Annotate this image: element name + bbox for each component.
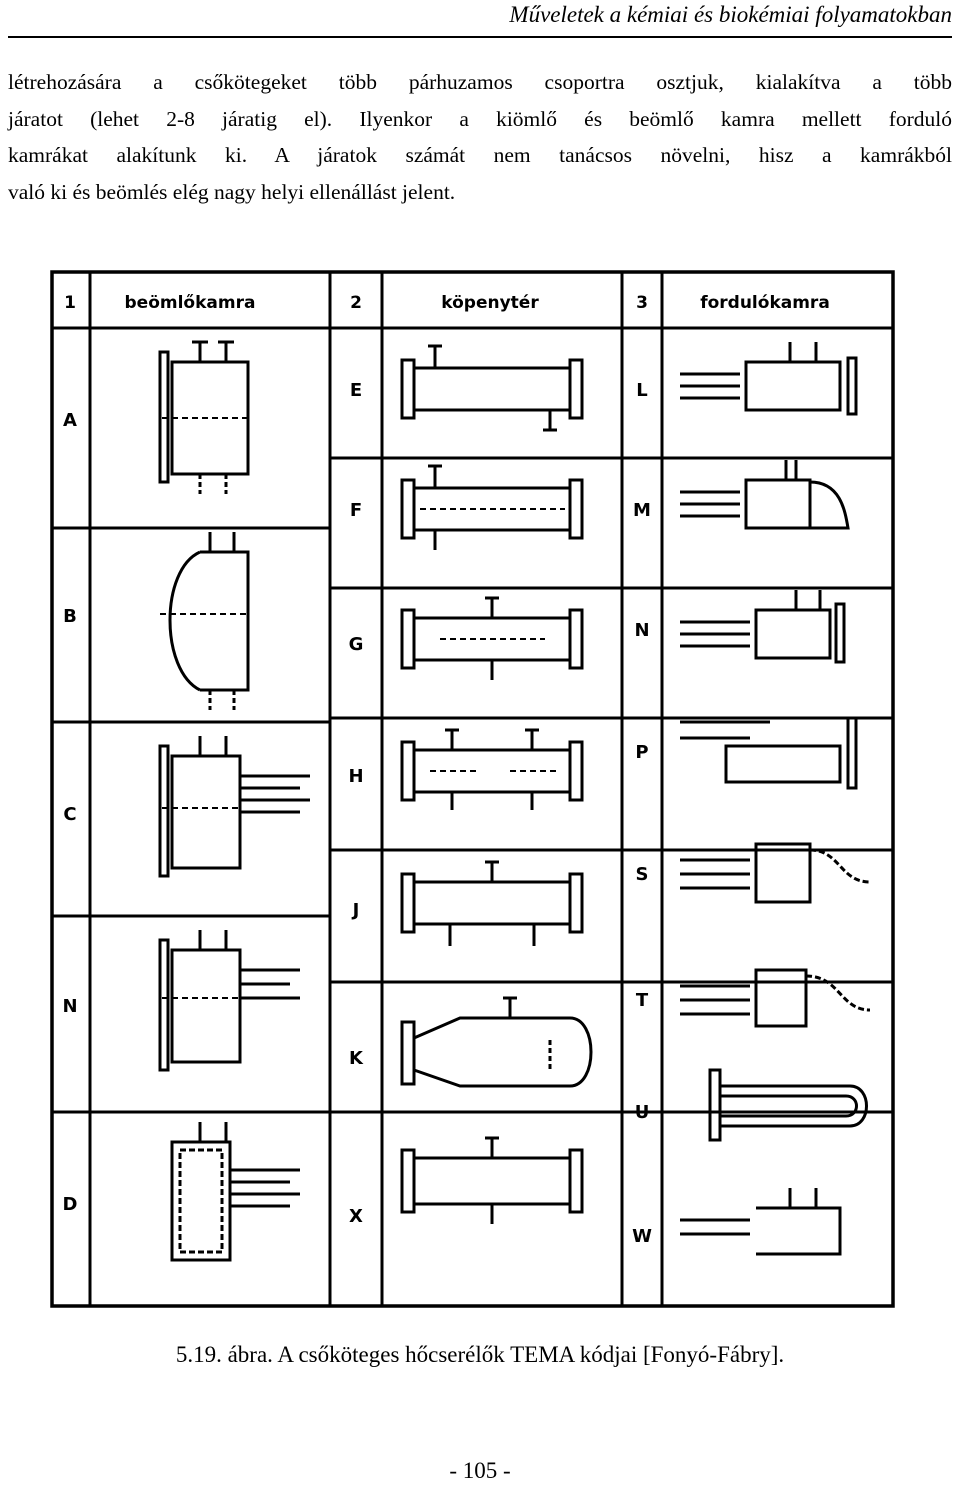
column-headers: 1 beömlőkamra 2 köpenytér 3 fordulókamra [64, 293, 830, 313]
col2-title: köpenytér [441, 293, 539, 313]
col2-code-labels: E F G H J K X [348, 380, 364, 1227]
body-line: létrehozására a csőkötegeket több párhuz… [8, 70, 952, 94]
code-D: D [63, 1194, 78, 1215]
col1-code-labels: A B C N D [62, 410, 77, 1215]
page-number: - 105 - [449, 1458, 511, 1483]
shell-E [400, 344, 584, 432]
drawing-shells [400, 344, 593, 1224]
running-header: Műveletek a kémiai és biokémiai folyamat… [509, 2, 952, 27]
rear-U [708, 1068, 868, 1142]
code-M: M [633, 500, 651, 521]
code-U: U [635, 1102, 650, 1123]
shell-H [400, 728, 584, 810]
rear-N [680, 590, 846, 664]
code-E: E [350, 380, 362, 401]
code-X: X [349, 1206, 363, 1227]
col1-title: beömlőkamra [125, 293, 256, 313]
col1-number: 1 [64, 293, 76, 313]
drawing-rear-heads [680, 342, 871, 1256]
col3-code-labels: L M N P S T U W [632, 380, 652, 1247]
col2-number: 2 [350, 293, 362, 313]
code-L: L [636, 380, 647, 401]
header-rule [8, 36, 952, 38]
code-K: K [349, 1048, 364, 1069]
figure-caption: 5.19. ábra. A csőköteges hőcserélők TEMA… [175, 1342, 785, 1367]
rear-T [680, 968, 871, 1028]
shell-G [400, 596, 584, 680]
drawing-A-channel [158, 340, 250, 494]
code-N-col3: N [634, 620, 649, 641]
code-G: G [349, 634, 364, 655]
code-J: J [351, 900, 360, 921]
drawing-D-special [170, 1122, 300, 1262]
body-line: járatot (lehet 2-8 járatig el). Ilyenkor… [8, 106, 952, 131]
code-C: C [63, 804, 76, 825]
code-B: B [63, 606, 77, 627]
shell-K [400, 996, 593, 1088]
drawing-C-channel [158, 736, 310, 878]
body-line: kamrákat alakítunk ki. A járatok számát … [8, 143, 952, 167]
code-N-col1: N [62, 996, 77, 1017]
body-line: való ki és beömlés elég nagy helyi ellen… [8, 179, 456, 204]
shell-J [400, 860, 584, 946]
tema-codes-figure: 1 beömlőkamra 2 köpenytér 3 fordulókamra… [50, 270, 895, 1310]
code-A: A [63, 410, 77, 431]
code-F: F [350, 500, 362, 521]
shell-X [400, 1136, 584, 1224]
shell-F [400, 464, 584, 550]
col3-number: 3 [636, 293, 648, 313]
rear-S [680, 842, 871, 904]
tema-figure-svg: 1 beömlőkamra 2 köpenytér 3 fordulókamra… [50, 270, 895, 1308]
grid-lines [50, 270, 895, 1308]
rear-W [680, 1188, 842, 1256]
code-P: P [635, 742, 648, 763]
rear-L [680, 342, 858, 416]
drawing-N-channel [158, 930, 300, 1072]
body-paragraph: létrehozására a csőkötegeket több párhuz… [8, 64, 952, 210]
rear-P [680, 716, 858, 790]
code-H: H [348, 766, 363, 787]
col3-title: fordulókamra [700, 293, 830, 313]
code-T: T [636, 990, 649, 1011]
code-W: W [632, 1226, 652, 1247]
code-S: S [636, 864, 649, 885]
rear-M [680, 460, 850, 530]
drawing-B-bonnet [160, 532, 250, 710]
